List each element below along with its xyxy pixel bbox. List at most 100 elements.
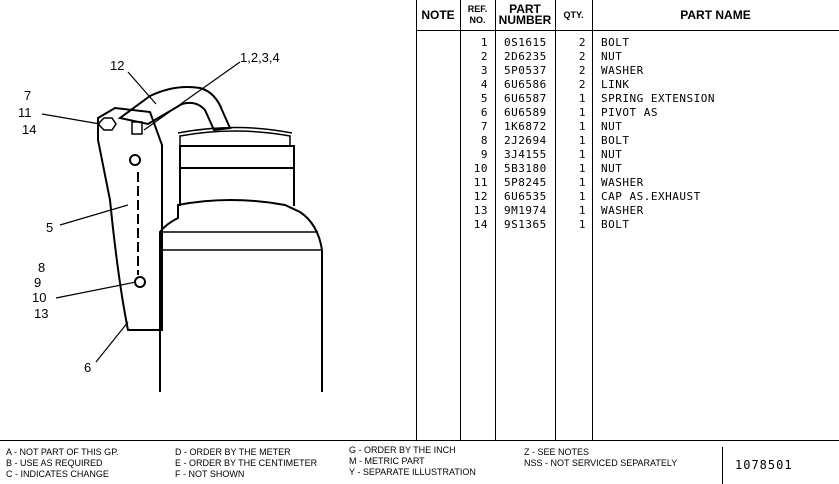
callout-14: 14 xyxy=(22,122,36,137)
qty-cell: 1 xyxy=(578,92,586,105)
part-number-cell: 2J2694 xyxy=(504,134,547,147)
table-row: 6 6U6589 1 PIVOT AS xyxy=(416,106,839,120)
part-name-cell: WASHER xyxy=(601,204,644,217)
callout-12: 12 xyxy=(110,58,124,73)
qty-cell: 1 xyxy=(578,134,586,147)
part-number-cell: 5P0537 xyxy=(504,64,547,77)
stack-outline xyxy=(159,199,323,392)
part-name-cell: CAP AS.EXHAUST xyxy=(601,190,701,203)
callout-7: 7 xyxy=(24,88,31,103)
callout-8: 8 xyxy=(38,260,45,275)
qty-cell: 1 xyxy=(578,106,586,119)
ref-no-cell: 3 xyxy=(480,64,488,77)
part-number-cell: 6U6586 xyxy=(504,78,547,91)
table-row: 12 6U6535 1 CAP AS.EXHAUST xyxy=(416,190,839,204)
ref-no-cell: 13 xyxy=(473,204,488,217)
table-row: 13 9M1974 1 WASHER xyxy=(416,204,839,218)
qty-cell: 1 xyxy=(578,190,586,203)
qty-cell: 2 xyxy=(578,50,586,63)
callout-6: 6 xyxy=(84,360,91,375)
table-row: 4 6U6586 2 LINK xyxy=(416,78,839,92)
legend-footer: A - NOT PART OF THIS GP.B - USE AS REQUI… xyxy=(0,440,839,484)
lever-arm xyxy=(117,86,232,132)
part-name-cell: PIVOT AS xyxy=(601,106,658,119)
part-number-cell: 1K6872 xyxy=(504,120,547,133)
part-name-cell: BOLT xyxy=(601,218,630,231)
part-name-cell: WASHER xyxy=(601,176,644,189)
table-row: 3 5P0537 2 WASHER xyxy=(416,64,839,78)
callout-5: 5 xyxy=(46,220,53,235)
cap-top xyxy=(179,130,291,146)
table-row: 11 5P8245 1 WASHER xyxy=(416,176,839,190)
link-bolt xyxy=(131,121,143,135)
nut-hex xyxy=(96,117,117,131)
ref-no-cell: 5 xyxy=(480,92,488,105)
callout-1-2-3-4: 1,2,3,4 xyxy=(240,50,280,65)
part-name-cell: NUT xyxy=(601,120,623,133)
table-row: 7 1K6872 1 NUT xyxy=(416,120,839,134)
header-note: NOTE xyxy=(421,7,455,22)
ref-no-cell: 1 xyxy=(480,36,488,49)
part-name-cell: NUT xyxy=(601,50,623,63)
part-number-cell: 6U6587 xyxy=(504,92,547,105)
ref-no-cell: 11 xyxy=(473,176,488,189)
table-row: 1 0S1615 2 BOLT xyxy=(416,36,839,50)
qty-cell: 1 xyxy=(578,218,586,231)
header-ref-no: REF.NO. xyxy=(467,4,488,25)
part-number-cell: 9S1365 xyxy=(504,218,547,231)
part-name-cell: BOLT xyxy=(601,36,630,49)
qty-cell: 2 xyxy=(578,78,586,91)
header-qty: QTY. xyxy=(563,9,584,20)
qty-cell: 1 xyxy=(578,176,586,189)
part-name-cell: WASHER xyxy=(601,64,644,77)
table-row: 14 9S1365 1 BOLT xyxy=(416,218,839,232)
part-number-cell: 2D6235 xyxy=(504,50,547,63)
part-number-cell: 9M1974 xyxy=(504,204,547,217)
ref-no-cell: 8 xyxy=(480,134,488,147)
spring-bottom-eye xyxy=(134,276,146,288)
ref-no-cell: 6 xyxy=(480,106,488,119)
callout-10: 10 xyxy=(32,290,46,305)
part-name-cell: LINK xyxy=(601,78,630,91)
part-name-cell: NUT xyxy=(601,148,623,161)
callout-11: 11 xyxy=(18,105,32,120)
illustration-number: 1078501 xyxy=(735,458,793,472)
qty-cell: 1 xyxy=(578,148,586,161)
legend-col-1: A - NOT PART OF THIS GP.B - USE AS REQUI… xyxy=(6,447,119,479)
table-row: 10 5B3180 1 NUT xyxy=(416,162,839,176)
ref-no-cell: 14 xyxy=(473,218,488,231)
part-number-cell: 6U6535 xyxy=(504,190,547,203)
ref-no-cell: 12 xyxy=(473,190,488,203)
header-part-name: PART NAME xyxy=(680,7,751,22)
part-name-cell: SPRING EXTENSION xyxy=(601,92,715,105)
part-number-cell: 0S1615 xyxy=(504,36,547,49)
exhaust-cap-illustration: 1,2,3,4 12 7 11 14 5 8 9 10 13 6 xyxy=(18,50,323,392)
qty-cell: 1 xyxy=(578,162,586,175)
qty-cell: 2 xyxy=(578,64,586,77)
part-name-cell: BOLT xyxy=(601,134,630,147)
table-row: 9 3J4155 1 NUT xyxy=(416,148,839,162)
part-number-cell: 3J4155 xyxy=(504,148,547,161)
ref-no-cell: 9 xyxy=(480,148,488,161)
qty-cell: 1 xyxy=(578,120,586,133)
cap-body xyxy=(179,168,295,206)
cap-band xyxy=(179,145,295,169)
qty-cell: 1 xyxy=(578,204,586,217)
qty-cell: 2 xyxy=(578,36,586,49)
part-number-cell: 6U6589 xyxy=(504,106,547,119)
part-number-cell: 5B3180 xyxy=(504,162,547,175)
spring-top-eye xyxy=(129,154,141,166)
part-name-cell: NUT xyxy=(601,162,623,175)
table-row: 8 2J2694 1 BOLT xyxy=(416,134,839,148)
ref-no-cell: 7 xyxy=(480,120,488,133)
callout-9: 9 xyxy=(34,275,41,290)
ref-no-cell: 4 xyxy=(480,78,488,91)
part-number-cell: 5P8245 xyxy=(504,176,547,189)
ref-no-cell: 10 xyxy=(473,162,488,175)
